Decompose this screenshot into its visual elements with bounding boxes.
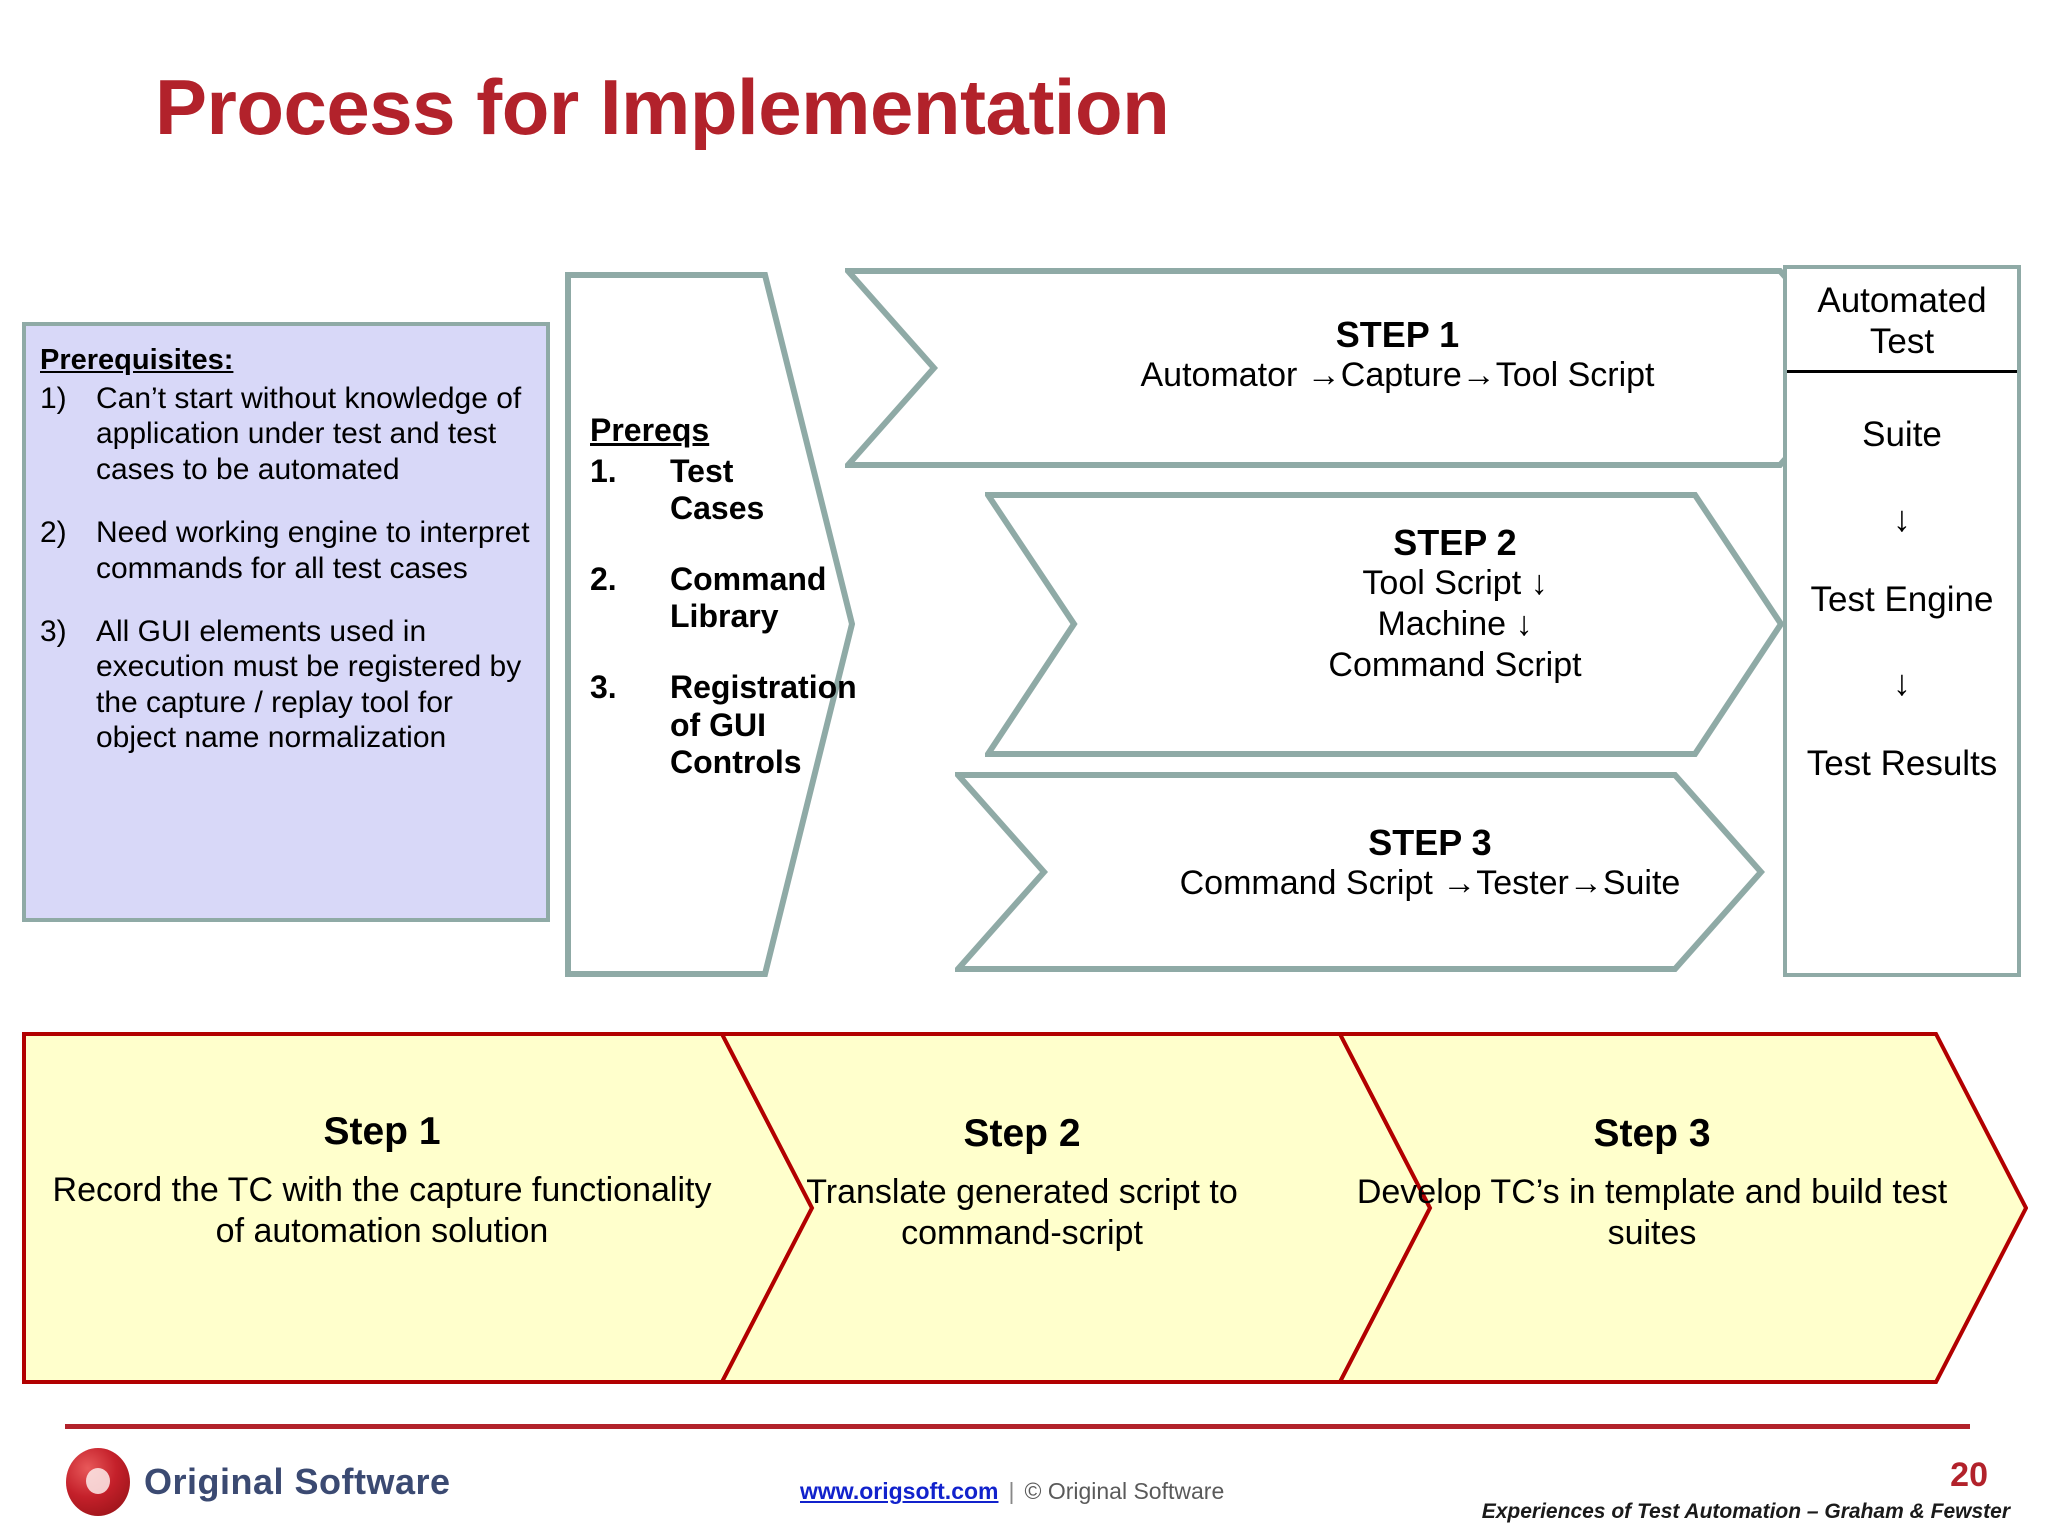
automated-test-row-suite: Suite	[1862, 415, 1942, 455]
automated-test-header: Automated Test	[1787, 269, 2017, 374]
step-1-line: Automator →Capture→Tool Script	[1140, 356, 1655, 395]
prereqs-number: 1.	[590, 453, 617, 489]
step-3-chevron-icon	[955, 772, 1765, 972]
prereqs-text: Registration of GUI Controls	[670, 669, 857, 780]
prereqs-heading: Prereqs	[590, 412, 710, 448]
step-3-line: Command Script →Tester→Suite	[1179, 864, 1681, 903]
company-name: Original Software	[144, 1461, 451, 1502]
step-2-heading: STEP 2	[1393, 522, 1517, 563]
footer-divider	[65, 1424, 1970, 1429]
prereqs-item: 3. Registration of GUI Controls	[590, 669, 857, 780]
bottom-band-chevrons-icon	[22, 1032, 2028, 1384]
prerequisite-text: Can’t start without knowledge of applica…	[96, 382, 522, 486]
bottom-step-2-title: Step 2	[963, 1112, 1081, 1155]
page-number: 20	[1950, 1456, 1988, 1494]
prereqs-item: 2. Command Library	[590, 561, 835, 635]
bottom-step-band: Step 1 Record the TC with the capture fu…	[22, 1032, 2028, 1384]
prerequisite-item: 2) Need working engine to interpret comm…	[40, 515, 538, 586]
prerequisite-number: 2)	[40, 516, 67, 550]
original-software-logo-icon	[66, 1448, 130, 1516]
step-2-line: Command Script	[1328, 645, 1582, 684]
step-2-body: STEP 2 Tool Script ↓ Machine ↓ Command S…	[1185, 522, 1725, 686]
step-1-body: STEP 1 Automator →Capture→Tool Script	[1015, 314, 1780, 396]
copyright-text: © Original Software	[1024, 1478, 1225, 1504]
bottom-step-1-title: Step 1	[323, 1110, 441, 1153]
bottom-step-2: Step 2 Translate generated script to com…	[722, 1112, 1322, 1255]
prereqs-chevron-icon	[565, 272, 855, 977]
prereqs-chevron-shape: Prereqs 1. Test Cases 2. Command Library…	[565, 272, 857, 977]
step-2-line: Machine ↓	[1377, 605, 1533, 644]
down-arrow-icon: ↓	[1893, 497, 1911, 539]
step-3-chevron-shape: STEP 3 Command Script →Tester→Suite	[955, 772, 1765, 972]
prereqs-text: Command Library	[670, 561, 827, 635]
prereqs-content: Prereqs 1. Test Cases 2. Command Library…	[590, 412, 857, 815]
step-2-chevron-shape: STEP 2 Tool Script ↓ Machine ↓ Command S…	[985, 492, 1785, 757]
prereqs-number: 2.	[590, 561, 617, 598]
website-link[interactable]: www.origsoft.com	[800, 1478, 999, 1504]
bottom-step-3-title: Step 3	[1593, 1112, 1711, 1155]
step-3-heading: STEP 3	[1368, 822, 1492, 863]
company-logo: Original Software	[66, 1448, 451, 1516]
automated-test-panel: Automated Test Suite ↓ Test Engine ↓ Tes…	[1783, 265, 2021, 977]
down-arrow-icon: ↓	[1893, 662, 1911, 704]
bottom-step-3: Step 3 Develop TC’s in template and buil…	[1332, 1112, 1972, 1255]
prerequisite-item: 3) All GUI elements used in execution mu…	[40, 614, 538, 756]
prerequisite-number: 3)	[40, 614, 67, 648]
step-1-chevron-shape: STEP 1 Automator →Capture→Tool Script	[845, 268, 1870, 468]
footer-center: www.origsoft.com | © Original Software	[800, 1478, 1224, 1505]
prerequisite-number: 1)	[40, 382, 67, 415]
bottom-step-1: Step 1 Record the TC with the capture fu…	[52, 1110, 712, 1253]
step-1-chevron-icon	[845, 268, 1870, 468]
prerequisite-text: Need working engine to interpret command…	[96, 516, 530, 585]
book-credit: Experiences of Test Automation – Graham …	[1481, 1500, 2010, 1523]
prereqs-number: 3.	[590, 669, 617, 706]
footer-separator: |	[1008, 1478, 1015, 1504]
prerequisites-panel: Prerequisites: 1) Can’t start without kn…	[22, 322, 550, 922]
step-2-chevron-icon	[985, 492, 1785, 757]
bottom-step-3-desc: Develop TC’s in template and build test …	[1356, 1173, 1948, 1253]
automated-test-row-results: Test Results	[1806, 743, 1998, 783]
bottom-step-2-desc: Translate generated script to command-sc…	[806, 1173, 1238, 1253]
bottom-step-1-desc: Record the TC with the capture functiona…	[52, 1171, 712, 1251]
prereqs-item: 1. Test Cases	[590, 453, 835, 527]
automated-test-row-engine: Test Engine	[1810, 579, 1994, 619]
page-title: Process for Implementation	[155, 63, 1170, 151]
step-2-line: Tool Script ↓	[1362, 564, 1548, 603]
prerequisite-item: 1) Can’t start without knowledge of appl…	[40, 381, 538, 487]
step-1-heading: STEP 1	[1335, 314, 1460, 355]
prereqs-text: Test Cases	[670, 453, 765, 527]
step-3-body: STEP 3 Command Script →Tester→Suite	[1155, 822, 1705, 904]
prerequisites-heading: Prerequisites:	[40, 344, 234, 376]
prerequisite-text: All GUI elements used in execution must …	[96, 614, 522, 755]
